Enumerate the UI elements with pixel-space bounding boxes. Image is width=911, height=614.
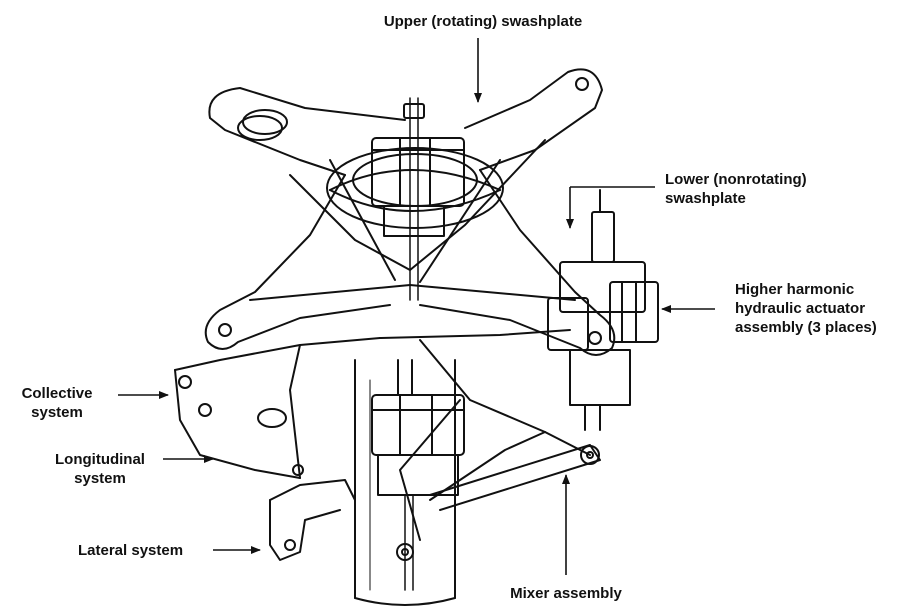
label-collective-line1: Collective: [21, 385, 93, 402]
lower-servo-block: [371, 359, 465, 591]
label-hh-actuator-line2: hydraulic actuator: [735, 300, 866, 317]
label-lower-swashplate: Lower (nonrotating) swashplate: [665, 170, 807, 208]
upper-servo-block: [371, 97, 465, 301]
label-collective-line2: system: [31, 404, 83, 421]
label-mixer: Mixer assembly: [486, 584, 646, 603]
label-hh-actuator: Higher harmonic hydraulic actuator assem…: [735, 280, 877, 337]
label-mixer-text: Mixer assembly: [510, 585, 622, 602]
label-hh-actuator-line1: Higher harmonic: [735, 281, 855, 298]
label-lower-swashplate-line1: Lower (nonrotating): [665, 171, 807, 188]
label-longitudinal-line2: system: [74, 470, 126, 487]
label-collective: Collective system: [0, 384, 114, 422]
label-hh-actuator-line3: assembly (3 places): [735, 319, 877, 336]
label-upper-swashplate: Upper (rotating) swashplate: [338, 12, 628, 31]
mixer-arm-shape: [269, 444, 601, 561]
label-lower-swashplate-line2: swashplate: [665, 190, 746, 207]
label-upper-swashplate-text: Upper (rotating) swashplate: [383, 13, 583, 30]
mast-column: [354, 359, 456, 606]
label-lateral-text: Lateral system: [78, 542, 184, 559]
label-lateral: Lateral system: [78, 541, 183, 560]
label-longitudinal: Longitudinal system: [40, 450, 160, 488]
lower-swashplate-shape: [174, 329, 591, 541]
label-longitudinal-line1: Longitudinal: [55, 451, 145, 468]
hh-actuator-shape: [547, 189, 659, 431]
